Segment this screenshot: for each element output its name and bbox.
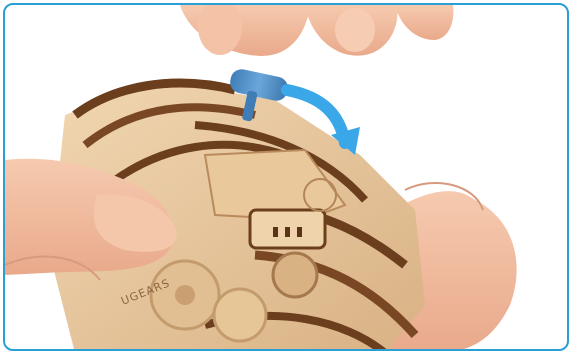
assembly-illustration: UGEARS	[5, 5, 569, 351]
illustration-frame: UGEARS	[3, 3, 569, 351]
top-hand	[180, 5, 453, 56]
